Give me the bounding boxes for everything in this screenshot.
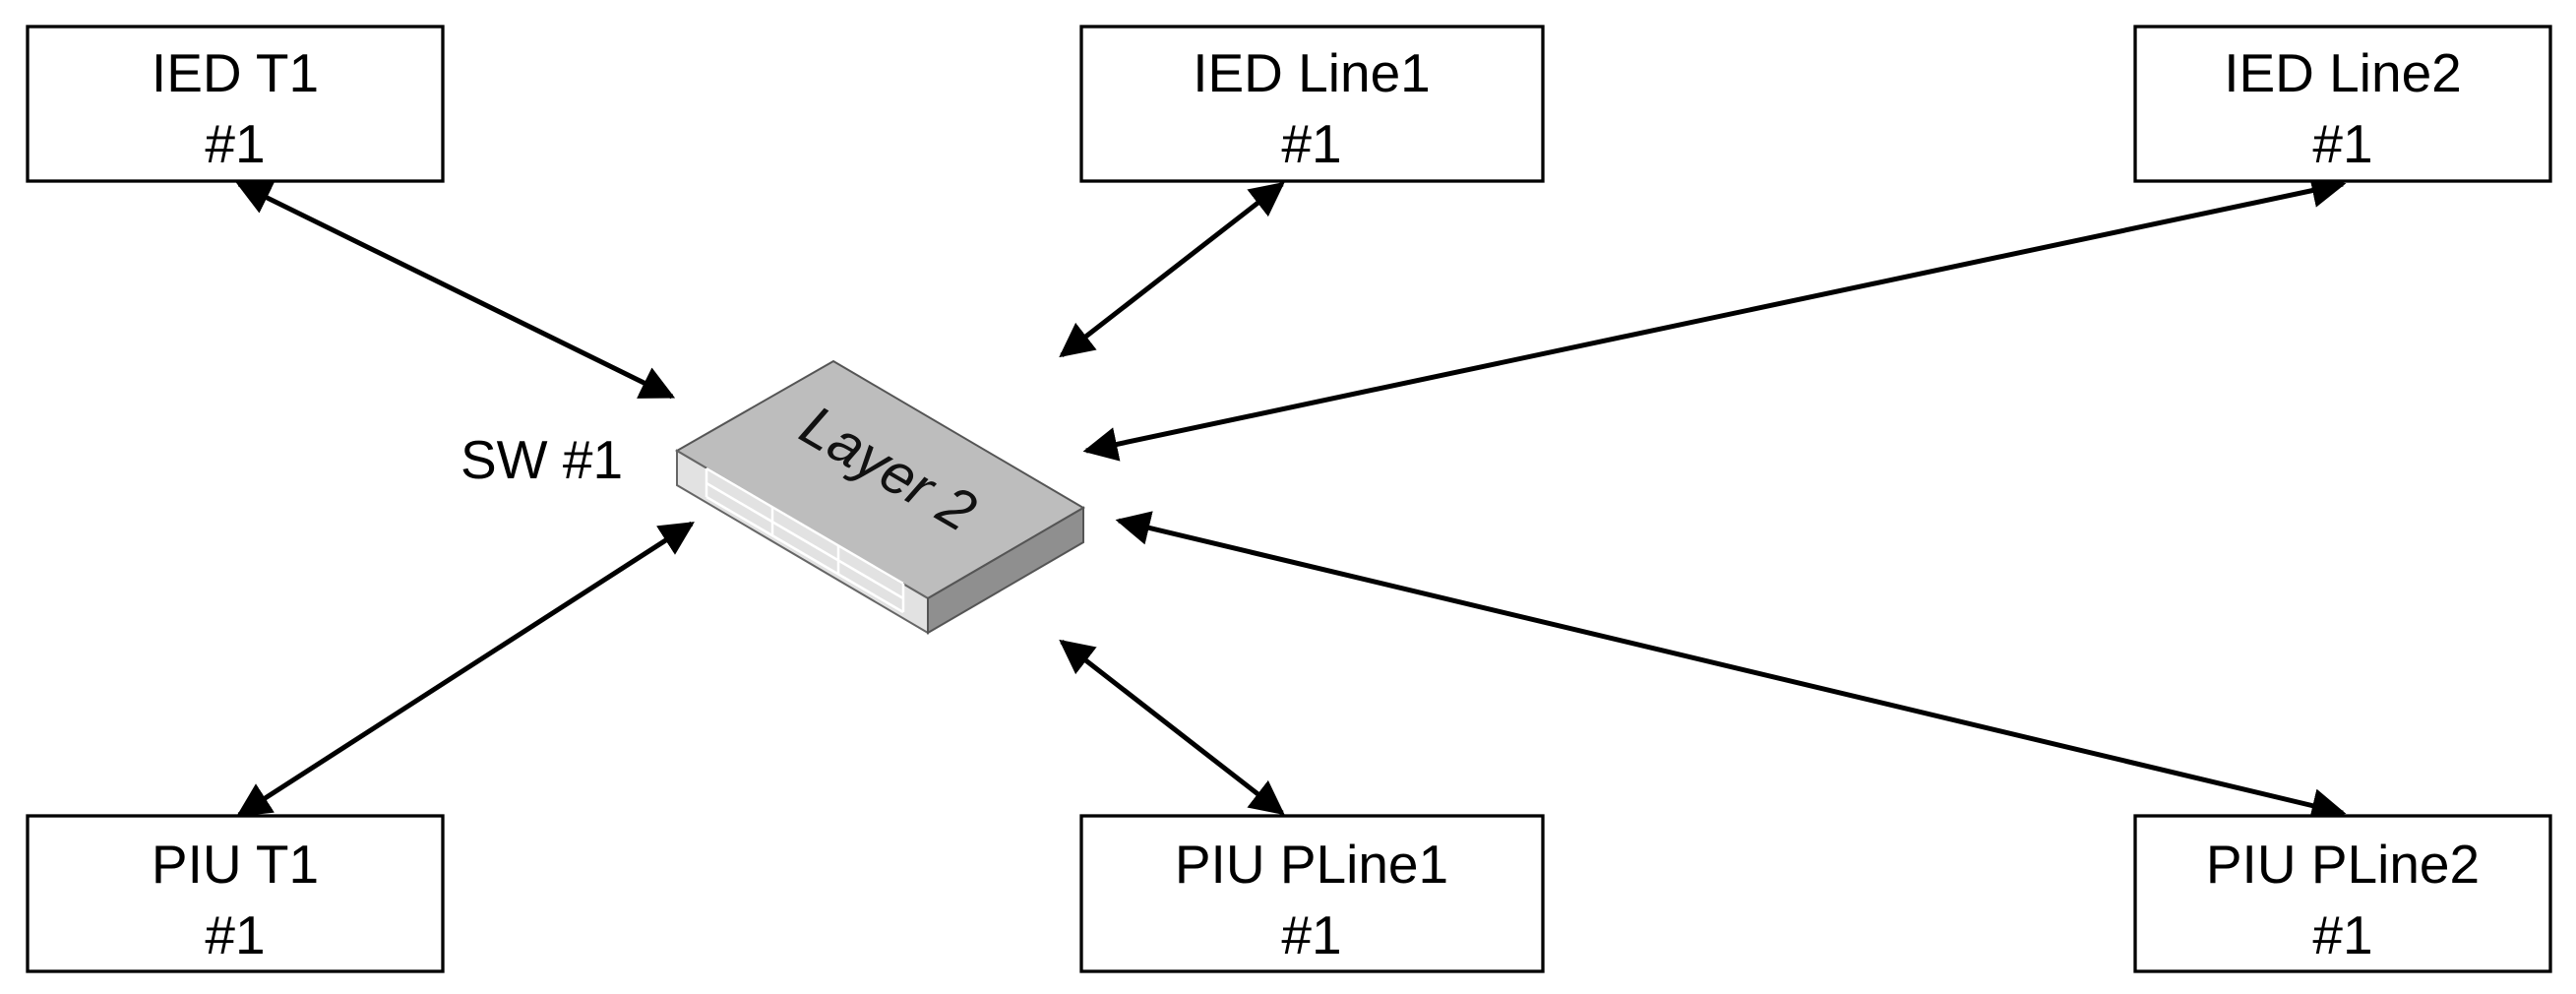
- node-box: [1079, 25, 1545, 183]
- link-piu-t1: [236, 521, 695, 818]
- link-piu-pline1: [1059, 639, 1285, 816]
- node-box: [2133, 814, 2552, 973]
- node-title: PIU PLine1: [1175, 834, 1448, 895]
- node-piu-pline1: PIU PLine1 #1: [1079, 814, 1545, 973]
- node-number: #1: [205, 904, 265, 965]
- node-title: IED Line2: [2224, 42, 2462, 103]
- switch-device-icon: Layer 2: [675, 359, 1085, 635]
- link-ied-line1: [1059, 181, 1285, 358]
- link-ied-t1: [235, 181, 676, 400]
- node-number: #1: [2312, 904, 2372, 965]
- node-title: IED T1: [152, 42, 319, 103]
- node-ied-line1: IED Line1 #1: [1079, 25, 1545, 183]
- switch-ports: [705, 466, 905, 614]
- link-ied-line2: [1082, 173, 2347, 462]
- node-piu-pline2: PIU PLine2 #1: [2133, 814, 2552, 973]
- node-ied-t1: IED T1 #1: [26, 25, 445, 183]
- node-number: #1: [1281, 113, 1341, 174]
- node-title: IED Line1: [1193, 42, 1431, 103]
- node-box: [1079, 814, 1545, 973]
- node-box: [26, 25, 445, 183]
- switch-side-face: [927, 506, 1084, 635]
- node-box: [2133, 25, 2552, 183]
- node-number: #1: [205, 113, 265, 174]
- node-piu-t1: PIU T1 #1: [26, 814, 445, 973]
- switch-label: SW #1: [460, 429, 623, 490]
- node-number: #1: [1281, 904, 1341, 965]
- links: [235, 173, 2347, 823]
- node-box: [26, 814, 445, 973]
- node-title: PIU T1: [152, 834, 319, 895]
- node-number: #1: [2312, 113, 2372, 174]
- link-piu-pline2: [1115, 511, 2347, 823]
- node-title: PIU PLine2: [2206, 834, 2480, 895]
- node-ied-line2: IED Line2 #1: [2133, 25, 2552, 183]
